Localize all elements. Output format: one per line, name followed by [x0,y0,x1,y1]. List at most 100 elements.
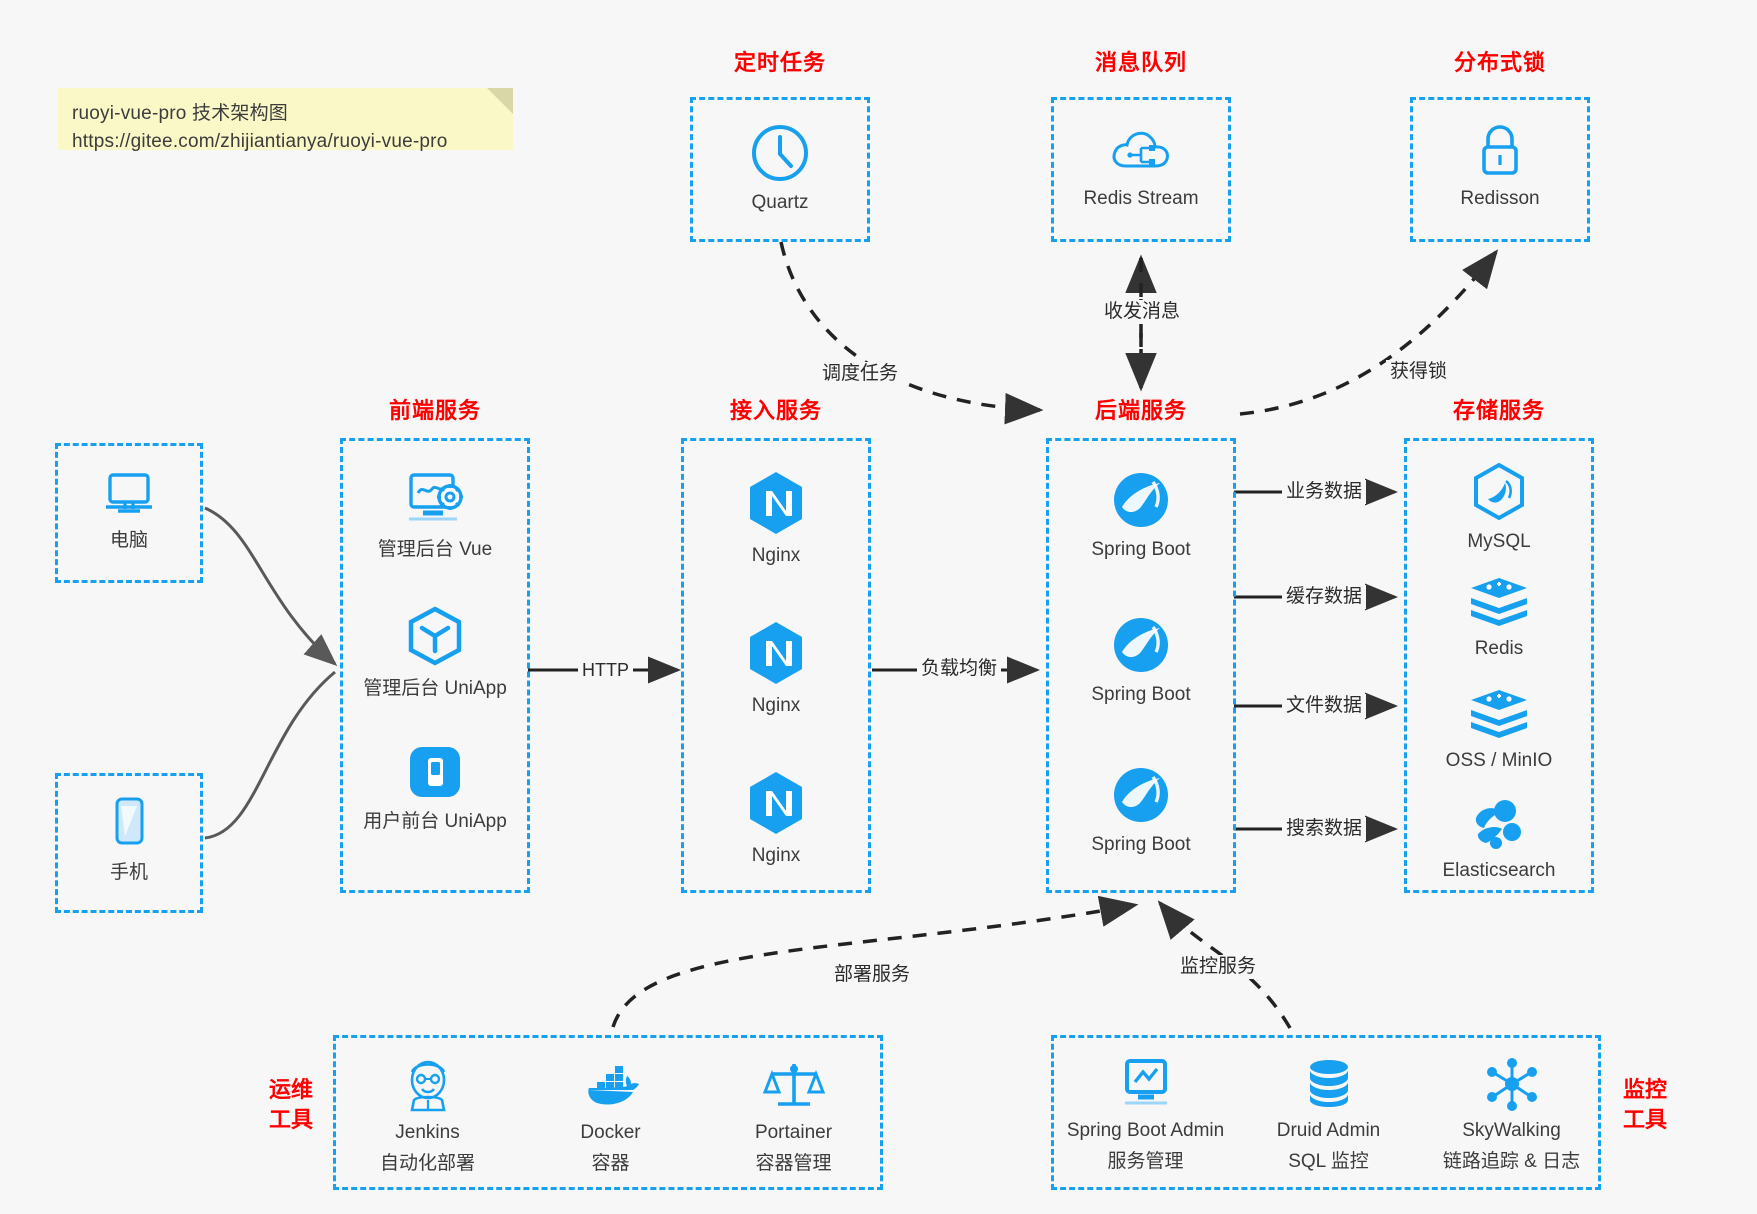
skywalking-node-icon [1486,1058,1537,1111]
group-title-monitor-line2: 工具 [1622,1107,1667,1132]
node-sublabel: 服务管理 [1107,1151,1184,1172]
desktop-icon [106,473,152,513]
edge-label-schedule-task: 调度任务 [818,362,903,386]
group-title-monitor-line1: 监控 [1622,1077,1667,1102]
group-title-gateway: 接入服务 [729,398,822,423]
hexagon-cube-icon [408,606,462,666]
node-sublabel: 链路追踪 & 日志 [1442,1151,1581,1172]
node-label: Nginx [751,695,801,716]
node-user-uniapp[interactable]: 用户前台 UniApp [343,741,527,834]
edge-label-search-data: 搜索数据 [1282,817,1367,841]
spring-leaf-icon [1114,473,1168,527]
node-admin-uniapp[interactable]: 管理后台 UniApp [343,604,527,701]
node-label: Nginx [751,545,801,566]
node-label: 电脑 [109,530,148,551]
nginx-icon [750,472,802,534]
group-box-client-desktop: 电脑 [55,443,203,583]
node-label: 管理后台 UniApp [363,678,507,699]
group-title-frontend: 前端服务 [388,398,481,423]
node-label: Jenkins [395,1122,460,1143]
group-title-devops-line2: 工具 [268,1107,313,1132]
group-title-monitor: 监控 工具 [1610,1075,1680,1135]
node-nginx-1[interactable]: Nginx [684,469,868,568]
node-label: Spring Boot Admin [1066,1120,1225,1141]
node-spring-boot-2[interactable]: Spring Boot [1049,614,1233,707]
edge-label-business-data: 业务数据 [1282,480,1367,504]
node-redis-stream[interactable]: Redis Stream [1054,122,1228,211]
node-label: 用户前台 UniApp [363,811,507,832]
spring-leaf-icon [1114,618,1168,672]
node-label: Spring Boot [1091,834,1191,855]
group-box-backend: Spring Boot Spring Boot Spring Boot [1046,438,1236,893]
edge-label-http: HTTP [578,658,633,682]
node-oss-minio[interactable]: OSS / MinIO [1407,686,1591,773]
note-line-2: https://gitee.com/zhijiantianya/ruoyi-vu… [72,131,448,152]
group-box-frontend: 管理后台 Vue 管理后台 UniApp 用户前台 UniApp [340,438,530,893]
spring-leaf-icon [1114,768,1168,822]
redis-stack-icon [1471,690,1527,738]
elasticsearch-icon [1475,800,1521,849]
edge-label-send-receive-message: 收发消息 [1100,300,1185,324]
node-label: Portainer [754,1122,833,1143]
node-spring-boot-admin[interactable]: Spring Boot Admin 服务管理 [1054,1056,1237,1174]
node-sublabel: 容器 [591,1153,630,1174]
redis-stack-icon [1471,578,1527,626]
node-druid-admin[interactable]: Druid Admin SQL 监控 [1237,1056,1420,1174]
node-label: Redisson [1460,188,1540,209]
database-icon [1309,1060,1348,1107]
node-elasticsearch[interactable]: Elasticsearch [1407,796,1591,883]
node-sublabel: 容器管理 [755,1153,832,1174]
node-label: Elasticsearch [1442,860,1556,881]
jenkins-butler-icon [409,1060,446,1112]
node-sublabel: 自动化部署 [379,1153,475,1174]
group-box-monitor: Spring Boot Admin 服务管理 Druid Admin SQL 监… [1051,1035,1601,1190]
dashboard-gear-icon [409,473,463,521]
node-label: MySQL [1467,531,1531,552]
node-label: Nginx [751,845,801,866]
group-box-mq: Redis Stream [1051,97,1231,242]
edge-label-cache-data: 缓存数据 [1282,585,1367,609]
group-box-gateway: Nginx Nginx Nginx [681,438,871,893]
portainer-scale-icon [762,1064,825,1106]
node-admin-vue[interactable]: 管理后台 Vue [343,469,527,562]
group-title-devops-line1: 运维 [268,1077,313,1102]
node-desktop[interactable]: 电脑 [58,466,200,553]
node-label: OSS / MinIO [1445,750,1553,771]
group-title-devops: 运维 工具 [256,1075,326,1135]
clock-icon [752,125,808,181]
mobile-icon [115,797,144,845]
node-mobile[interactable]: 手机 [58,794,200,885]
node-mysql[interactable]: MySQL [1407,461,1591,554]
group-box-scheduler: Quartz [690,97,870,242]
docker-whale-icon [587,1066,639,1105]
node-spring-boot-1[interactable]: Spring Boot [1049,469,1233,562]
node-nginx-2[interactable]: Nginx [684,619,868,718]
node-quartz[interactable]: Quartz [693,122,867,215]
group-box-lock: Redisson [1410,97,1590,242]
edge-label-load-balance: 负载均衡 [917,657,1002,681]
monitor-chart-icon [1124,1059,1167,1105]
node-label: Spring Boot [1091,684,1191,705]
node-skywalking[interactable]: SkyWalking 链路追踪 & 日志 [1420,1056,1603,1174]
node-redis[interactable]: Redis [1407,574,1591,661]
mysql-dolphin-icon [1474,462,1524,521]
node-redisson[interactable]: Redisson [1413,122,1587,211]
node-label: Docker [580,1122,641,1143]
app-phone-icon [410,747,460,797]
node-portainer[interactable]: Portainer 容器管理 [702,1056,885,1176]
note-fold-icon [487,88,513,114]
group-title-scheduler: 定时任务 [733,50,826,75]
group-title-storage: 存储服务 [1452,398,1545,423]
node-docker[interactable]: Docker 容器 [519,1056,702,1176]
node-label: 手机 [109,862,148,883]
group-box-client-mobile: 手机 [55,773,203,913]
node-jenkins[interactable]: Jenkins 自动化部署 [336,1056,519,1176]
node-label: Redis Stream [1083,188,1199,209]
node-nginx-3[interactable]: Nginx [684,769,868,868]
diagram-note: ruoyi-vue-pro 技术架构图 https://gitee.com/zh… [58,88,513,152]
group-title-mq: 消息队列 [1094,50,1187,75]
node-spring-boot-3[interactable]: Spring Boot [1049,764,1233,857]
nginx-icon [750,622,802,684]
node-label: 管理后台 Vue [377,539,493,560]
